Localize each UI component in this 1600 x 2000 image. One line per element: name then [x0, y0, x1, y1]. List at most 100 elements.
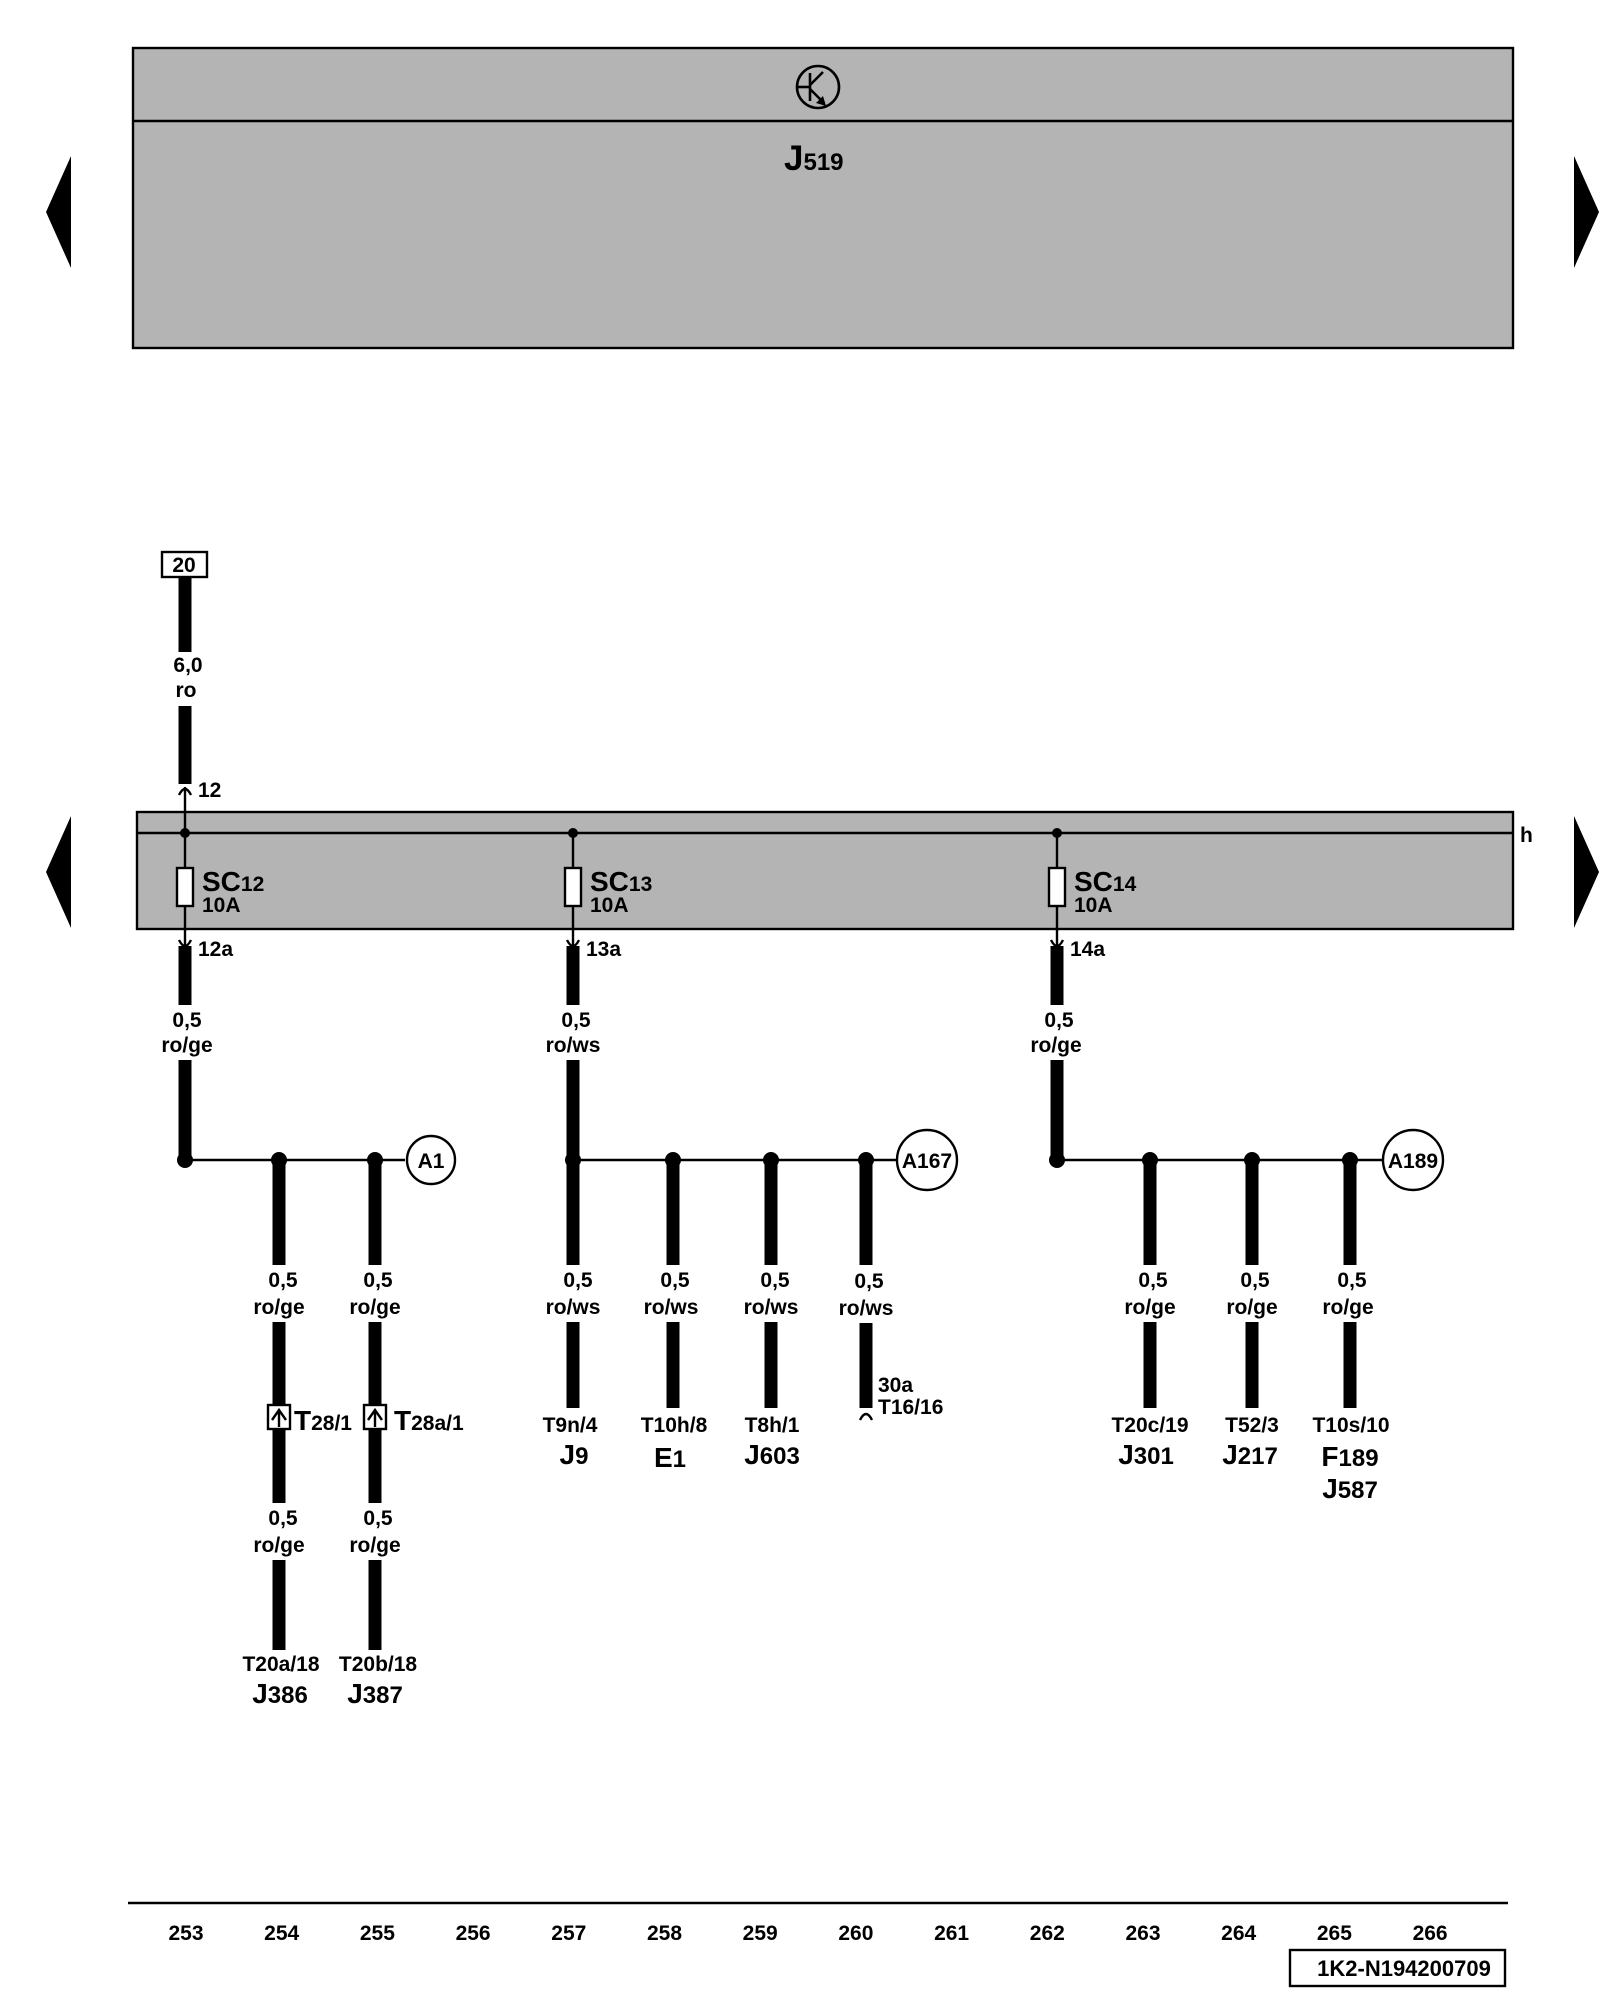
- branch-e1: 0,5 ro/ws T10h/8 E1: [641, 1160, 708, 1473]
- transistor-icon: [795, 64, 841, 110]
- scale-number: 263: [1125, 1922, 1160, 1945]
- busbar-label: h: [1520, 824, 1533, 847]
- fuse-sc13: SC13 10A 13a: [563, 828, 652, 961]
- svg-text:J603: J603: [744, 1439, 800, 1470]
- svg-text:T20a/18: T20a/18: [242, 1653, 319, 1676]
- svg-text:ro/ge: ro/ge: [253, 1534, 304, 1557]
- svg-text:T8h/1: T8h/1: [745, 1414, 800, 1437]
- svg-text:A189: A189: [1388, 1150, 1438, 1173]
- svg-text:F189: F189: [1321, 1441, 1378, 1472]
- svg-text:T16/16: T16/16: [878, 1396, 943, 1419]
- branch-j9: 0,5 ro/ws T9n/4 J9: [543, 1160, 601, 1470]
- scale-number: 261: [934, 1922, 969, 1945]
- svg-text:0,5: 0,5: [363, 1507, 393, 1530]
- scale-number: 254: [264, 1922, 299, 1945]
- scale-number: 258: [647, 1922, 682, 1945]
- scale-number: 259: [743, 1922, 778, 1945]
- sc13-wire-color: ro/ws: [546, 1034, 601, 1057]
- svg-text:J587: J587: [1322, 1473, 1378, 1504]
- fuse-sc14-out: 14a: [1070, 938, 1105, 961]
- fuse-sc12-out: 12a: [198, 938, 233, 961]
- svg-text:J301: J301: [1118, 1439, 1174, 1470]
- fuse-sc13-out: 13a: [586, 938, 621, 961]
- control-unit-j519: J519: [131, 46, 1515, 350]
- branch-j386: 0,5 ro/ge T28/1 0,5 ro/ge T20a/18 J386: [242, 1160, 352, 1709]
- feed-section: 6,0: [173, 654, 202, 677]
- sc14-wire-section: 0,5: [1044, 1009, 1074, 1032]
- svg-text:J387: J387: [347, 1678, 403, 1709]
- fuse-sc13-name: SC13: [590, 866, 652, 897]
- fuse-sc12-rating: 10A: [202, 894, 241, 917]
- branch-f189-j587: 0,5 ro/ge T10s/10 F189 J587: [1312, 1160, 1390, 1504]
- sc14-wire-color: ro/ge: [1030, 1034, 1081, 1057]
- svg-text:0,5: 0,5: [660, 1269, 690, 1292]
- node-a1: A1: [405, 1134, 457, 1186]
- page-right-arrow-top[interactable]: [1574, 156, 1599, 268]
- sc12-wire-section: 0,5: [172, 1009, 202, 1032]
- svg-text:ro/ws: ro/ws: [839, 1297, 894, 1320]
- svg-text:0,5: 0,5: [268, 1507, 298, 1530]
- feed-color: ro: [176, 679, 197, 702]
- feed-terminal: 12: [198, 779, 221, 802]
- branch-j387: 0,5 ro/ge T28a/1 0,5 ro/ge T20b/18 J387: [339, 1160, 464, 1709]
- svg-text:0,5: 0,5: [1138, 1269, 1168, 1292]
- scale-number: 255: [360, 1922, 395, 1945]
- sc13-wire-section: 0,5: [561, 1009, 591, 1032]
- doc-id: 1K2-N194200709: [1317, 1956, 1491, 1981]
- svg-text:J9: J9: [560, 1439, 589, 1470]
- svg-text:0,5: 0,5: [363, 1269, 393, 1292]
- svg-text:T20b/18: T20b/18: [339, 1653, 418, 1676]
- svg-text:30a: 30a: [878, 1374, 913, 1397]
- svg-text:T52/3: T52/3: [1225, 1414, 1279, 1437]
- svg-text:A167: A167: [902, 1150, 952, 1173]
- svg-text:E1: E1: [654, 1442, 686, 1473]
- scale-number: 257: [551, 1922, 586, 1945]
- svg-text:ro/ws: ro/ws: [546, 1296, 601, 1319]
- scale-number: 256: [456, 1922, 491, 1945]
- page-left-arrow-top[interactable]: [46, 156, 71, 268]
- page-left-arrow-mid[interactable]: [46, 816, 71, 928]
- fuse-sc12-name: SC12: [202, 866, 264, 897]
- fuse-sc14-rating: 10A: [1074, 894, 1113, 917]
- svg-text:ro/ge: ro/ge: [253, 1296, 304, 1319]
- sc12-wire-color: ro/ge: [161, 1034, 212, 1057]
- svg-text:J217: J217: [1222, 1439, 1278, 1470]
- fuse-sc13-rating: 10A: [590, 894, 629, 917]
- svg-text:T10s/10: T10s/10: [1312, 1414, 1389, 1437]
- fuse-sc14-name: SC14: [1074, 866, 1137, 897]
- scale-number: 266: [1413, 1922, 1448, 1945]
- fuse-sc14: SC14 10A 14a: [1047, 828, 1137, 961]
- svg-text:ro/ws: ro/ws: [744, 1296, 799, 1319]
- branch-j217: 0,5 ro/ge T52/3 J217: [1222, 1160, 1279, 1470]
- branch-30a: 0,5 ro/ws 30a T16/16: [839, 1160, 943, 1421]
- svg-text:0,5: 0,5: [268, 1269, 298, 1292]
- svg-text:ro/ge: ro/ge: [1226, 1296, 1277, 1319]
- svg-text:T20c/19: T20c/19: [1111, 1414, 1188, 1437]
- svg-text:0,5: 0,5: [1337, 1269, 1367, 1292]
- doc-id-box: [1288, 1948, 1507, 1988]
- svg-text:ro/ge: ro/ge: [349, 1534, 400, 1557]
- scale-number: 264: [1221, 1922, 1256, 1945]
- svg-text:0,5: 0,5: [854, 1270, 884, 1293]
- svg-text:0,5: 0,5: [1240, 1269, 1270, 1292]
- scale-number: 260: [838, 1922, 873, 1945]
- fuse-carrier: h: [135, 787, 1533, 931]
- svg-text:0,5: 0,5: [760, 1269, 790, 1292]
- control-unit-label: J519: [784, 139, 844, 178]
- page-right-arrow-mid[interactable]: [1574, 816, 1599, 928]
- svg-text:ro/ge: ro/ge: [1322, 1296, 1373, 1319]
- scale-number: 253: [168, 1922, 203, 1945]
- svg-text:T10h/8: T10h/8: [641, 1414, 708, 1437]
- scale-number: 265: [1317, 1922, 1352, 1945]
- svg-text:T9n/4: T9n/4: [543, 1414, 598, 1437]
- scale-number: 262: [1030, 1922, 1065, 1945]
- svg-text:A1: A1: [418, 1150, 445, 1173]
- svg-text:ro/ws: ro/ws: [644, 1296, 699, 1319]
- connector-t28-label: T28/1: [294, 1405, 352, 1436]
- fuse-sc12: SC12 10A 12a: [175, 828, 264, 961]
- svg-text:J386: J386: [252, 1678, 308, 1709]
- svg-text:ro/ge: ro/ge: [1124, 1296, 1175, 1319]
- branch-j603: 0,5 ro/ws T8h/1 J603: [744, 1160, 800, 1470]
- connector-t28a-label: T28a/1: [394, 1405, 464, 1436]
